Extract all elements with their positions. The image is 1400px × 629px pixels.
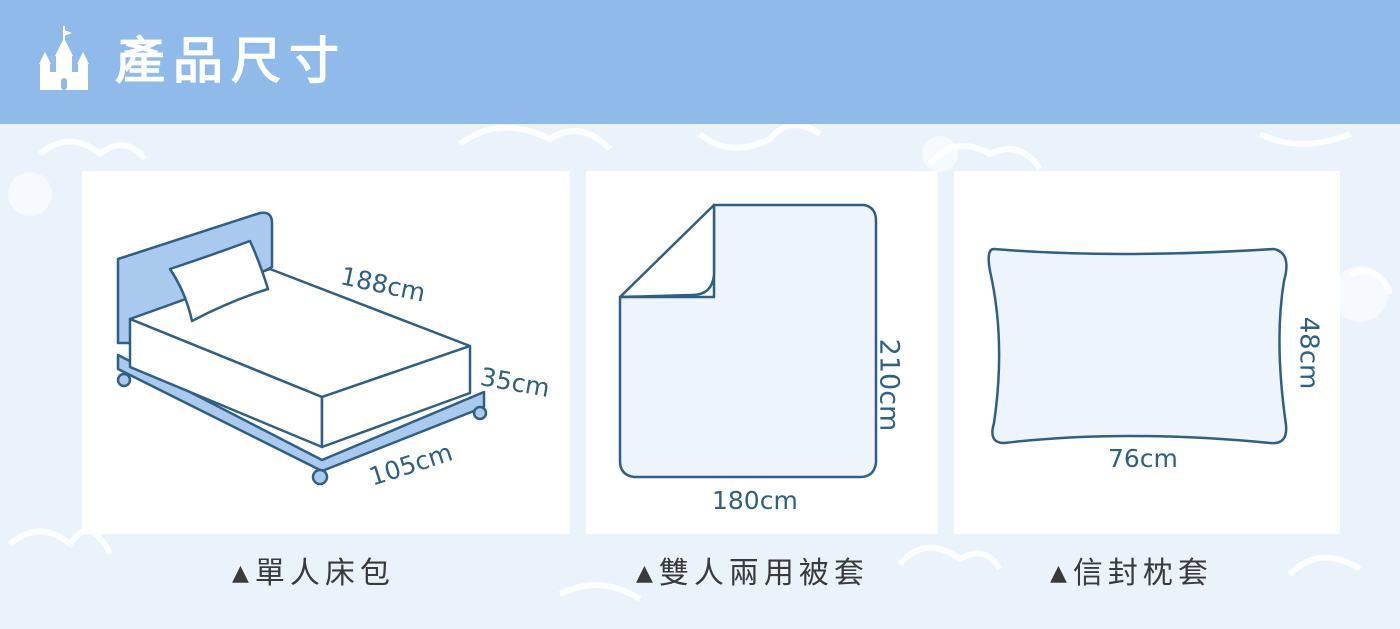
caption-text: 雙人兩用被套 xyxy=(658,556,869,591)
duvet-diagram xyxy=(618,203,878,479)
pillowcase-width-label: 76cm xyxy=(1108,444,1178,473)
pillowcase-body xyxy=(987,247,1288,445)
background-pattern xyxy=(8,124,1393,602)
triangle-up-icon: ▲ xyxy=(232,561,249,586)
castle-icon xyxy=(39,26,89,90)
pillowcase-height-label: 48cm xyxy=(1293,316,1324,390)
bed-diagram xyxy=(116,211,488,486)
panel-pillowcase: 48cm 76cm xyxy=(954,171,1340,534)
duvet-height-label: 210cm xyxy=(873,338,905,432)
triangle-up-icon: ▲ xyxy=(636,561,653,586)
caption-pillowcase: ▲信封枕套 xyxy=(1050,552,1213,596)
pillowcase-diagram xyxy=(987,247,1288,445)
header-bar: 產品尺寸 xyxy=(0,0,1400,124)
caption-text: 單人床包 xyxy=(254,556,395,591)
mattress-side xyxy=(320,344,472,449)
triangle-up-icon: ▲ xyxy=(1050,561,1067,586)
caption-text: 信封枕套 xyxy=(1072,556,1213,591)
panel-fitted-sheet: 188cm 35cm 105cm xyxy=(82,171,570,534)
page-title: 產品尺寸 xyxy=(115,32,347,90)
panel-duvet-cover: 210cm 180cm xyxy=(586,171,938,534)
bed-pillow xyxy=(168,239,270,323)
duvet-fold xyxy=(618,203,716,299)
duvet-width-label: 180cm xyxy=(712,486,798,515)
caption-duvet-cover: ▲雙人兩用被套 xyxy=(636,552,869,596)
caption-fitted-sheet: ▲單人床包 xyxy=(232,552,395,596)
duvet-body xyxy=(618,203,878,479)
